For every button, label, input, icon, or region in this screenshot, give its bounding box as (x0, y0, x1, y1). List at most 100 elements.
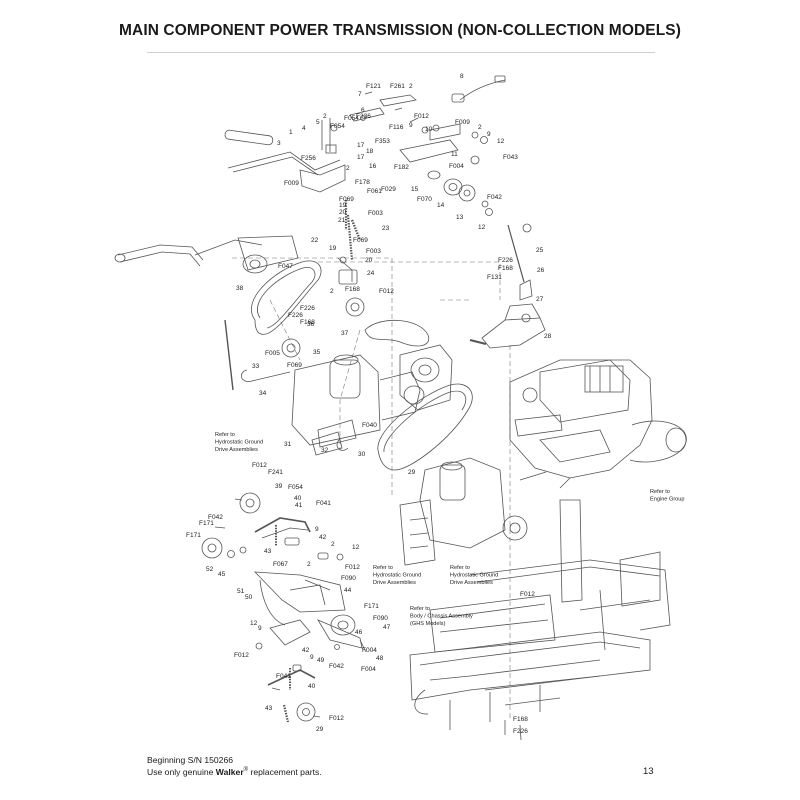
callout-c6: 6 (361, 107, 365, 114)
genuine-parts-line: Use only genuine Walker® replacement par… (147, 765, 322, 777)
callout-c66: 27 (536, 296, 544, 303)
callout-c18: 10 (425, 126, 433, 133)
serial-line: Beginning S/N 150266 (147, 755, 234, 765)
callout-c5: 2 (409, 83, 413, 90)
callout-c46: 20 (339, 209, 347, 216)
callout-c36: F029 (381, 186, 396, 193)
note-line: Body / Chassis Assembly (410, 614, 473, 620)
drive-belt-38 (251, 260, 322, 335)
callout-c118: 49 (317, 657, 325, 664)
note-line: Refer to (410, 606, 430, 612)
callout-c13: 1 (289, 129, 293, 136)
callout-c78: F040 (362, 422, 377, 429)
callout-c57: 25 (536, 247, 544, 254)
callout-c58: F226 (498, 257, 513, 264)
callout-c97: 2 (331, 541, 335, 548)
callout-c14: 3 (277, 140, 281, 147)
drive-belt-30 (364, 319, 473, 471)
callout-c25: 18 (366, 148, 374, 155)
callout-c124: F012 (329, 715, 344, 722)
callout-c112: 46 (355, 629, 363, 636)
callout-c31: F043 (503, 154, 518, 161)
note-line: Engine Group (650, 497, 685, 503)
callout-c67: F226 (288, 312, 303, 319)
note-line: Refer to (450, 565, 470, 571)
note-line: Hydrostatic Ground (215, 440, 263, 446)
callout-c121: F041 (276, 673, 291, 680)
callout-c1: 8 (460, 73, 464, 80)
upper-pulleys (224, 297, 365, 391)
note-line: Refer to (215, 432, 235, 438)
control-lever-assembly (224, 94, 417, 193)
callout-c4: F261 (390, 83, 405, 90)
callout-c16: F012 (414, 113, 429, 120)
callout-c30: 11 (451, 151, 458, 158)
callout-c53: F003 (366, 248, 381, 255)
note-line: Hydrostatic Ground (373, 573, 421, 579)
callout-c120: F004 (361, 666, 376, 673)
callout-c23: F353 (375, 138, 390, 145)
callout-c41: 13 (456, 214, 464, 221)
callout-c91: F171 (199, 520, 214, 527)
callout-c74: 35 (313, 349, 321, 356)
callout-c33: 16 (369, 163, 377, 170)
callout-c85: 39 (275, 483, 283, 490)
callout-c100: F067 (273, 561, 288, 568)
callout-c42: F042 (487, 194, 502, 201)
callout-c93: F171 (186, 532, 201, 539)
callout-c114: F004 (362, 647, 377, 654)
callout-c69: F168 (300, 319, 315, 326)
brand-name: Walker (215, 766, 244, 777)
callout-c92: 9 (315, 526, 319, 533)
callout-c75: F069 (287, 362, 302, 369)
callout-c26: 17 (357, 154, 365, 161)
hydrostatic-pump-right (399, 457, 528, 566)
callout-c81: 30 (358, 451, 366, 458)
callout-c115: 48 (376, 655, 384, 662)
callout-c15: F116 (389, 124, 404, 131)
transmission-gearbox (469, 223, 546, 349)
callout-c44: 19 (339, 202, 347, 209)
callout-c95: 12 (352, 544, 360, 551)
callout-c107: F171 (364, 603, 379, 610)
note-line: Drive Assemblies (373, 580, 416, 586)
callout-c102: F012 (345, 564, 360, 571)
parts-illustration (114, 75, 687, 741)
callout-c125: 29 (316, 726, 324, 733)
callout-c50: F069 (353, 237, 368, 244)
callout-c7: F336 (356, 113, 371, 120)
idler-pulley-group (399, 123, 493, 216)
callout-c89: 41 (295, 502, 303, 509)
callout-c39: F070 (417, 196, 432, 203)
callout-c87: 40 (294, 495, 302, 502)
callout-c126: F012 (520, 591, 535, 598)
callout-c60: 26 (537, 267, 545, 274)
callout-c105: 51 (237, 588, 245, 595)
registered-mark: ® (243, 767, 249, 773)
callout-c83: F012 (252, 462, 267, 469)
dashed-guide-lines (232, 257, 511, 720)
callout-c29: F182 (394, 164, 409, 171)
callout-c73: F005 (265, 350, 280, 357)
callout-c63: F012 (379, 288, 394, 295)
callout-c76: 33 (252, 363, 260, 370)
callout-c82: 29 (408, 469, 416, 476)
callout-c128: F226 (513, 728, 528, 735)
callout-c2: 7 (358, 91, 362, 98)
callout-c52: 19 (329, 245, 337, 252)
deck-lift-handle (114, 235, 299, 274)
lower-left-idler-assembly (201, 492, 367, 723)
callout-c96: 43 (264, 548, 272, 555)
title-divider (147, 52, 655, 53)
callout-c20: 2 (478, 124, 482, 131)
callout-c94: 42 (319, 534, 327, 541)
callout-c10: 5 (316, 119, 320, 126)
callout-c34: F178 (355, 179, 370, 186)
callout-c104: 44 (344, 587, 352, 594)
callout-c65: 38 (236, 285, 244, 292)
